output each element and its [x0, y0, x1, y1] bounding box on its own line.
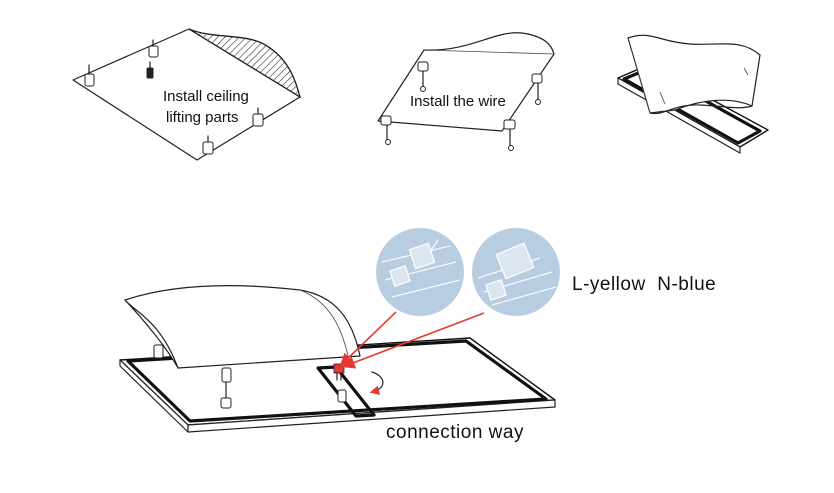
ceiling-curve: [649, 104, 753, 115]
step-1-label-line-1: Install ceiling: [163, 88, 249, 105]
wire-plate: [377, 32, 555, 132]
lifting-bolt: [84, 64, 95, 87]
wire-hanger: [380, 115, 392, 145]
step-2-wire-panel: Install the wire: [377, 32, 555, 151]
wire-hanger: [531, 73, 543, 105]
step-1-ceiling-panel: Install ceiling lifting parts: [72, 28, 301, 161]
connection-assembly: L-yellow N-blue connection way: [119, 228, 716, 443]
pointer-arrow: [342, 312, 485, 369]
step-2-label: Install the wire: [410, 93, 506, 110]
rotate-arrow-icon: [369, 371, 384, 395]
support-leg: [337, 389, 347, 403]
step-3-mounted-panel: [617, 34, 769, 154]
wire-hanger: [417, 61, 429, 92]
wire-hanger: [503, 119, 516, 151]
support-leg: [220, 367, 232, 409]
connection-caption: connection way: [386, 422, 524, 443]
ceiling-cut-edge: [188, 28, 301, 98]
pointer-arrow: [339, 311, 397, 367]
lifting-bolt: [252, 107, 264, 127]
support-leg: [153, 344, 164, 359]
detail-circle-blue-wire: [472, 228, 560, 316]
driver-cover: [124, 285, 361, 369]
driver-cover-edge: [124, 299, 179, 369]
lifting-bolt: [202, 135, 214, 155]
wire-connector-icon: [333, 363, 345, 374]
lifting-bolt: [148, 39, 159, 58]
ceiling-sheet: [627, 34, 761, 114]
step-1-label-line-2: lifting parts: [166, 109, 239, 126]
wire-color-label: L-yellow N-blue: [572, 274, 716, 295]
loose-screw-icon: [146, 61, 154, 79]
detail-circle-yellow-wire: [376, 228, 464, 316]
